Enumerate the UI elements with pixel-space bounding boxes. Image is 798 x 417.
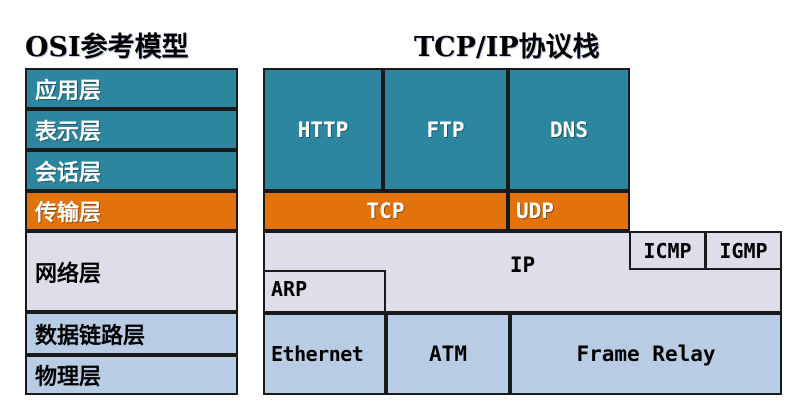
osi-layer-physical-label: 物理层 [35, 365, 102, 390]
tcpip-protocol-udp: UDP [508, 191, 630, 231]
osi-layer-transport: 传输层 [25, 191, 238, 231]
tcpip-protocol-icmp: ICMP [629, 231, 706, 270]
osi-layer-session-label: 会话层 [35, 160, 102, 186]
tcpip-protocol-igmp-label: IGMP [719, 238, 768, 263]
osi-layer-network: 网络层 [25, 231, 238, 312]
tcpip-protocol-atm-label: ATM [429, 342, 467, 366]
tcpip-protocol-ethernet-label: Ethernet [271, 342, 364, 366]
tcpip-protocol-icmp-label: ICMP [643, 238, 692, 263]
osi-layer-presentation: 表示层 [25, 109, 238, 150]
tcpip-protocol-frame-relay: Frame Relay [510, 313, 782, 395]
osi-layer-network-label: 网络层 [35, 261, 102, 287]
tcpip-stack-title: TCP/IP协议栈 [414, 32, 600, 63]
osi-layer-presentation-label: 表示层 [35, 119, 102, 145]
tcpip-protocol-tcp: TCP [263, 191, 508, 231]
tcpip-protocol-http: HTTP [263, 68, 383, 191]
tcpip-protocol-tcp-label: TCP [366, 199, 405, 223]
tcpip-protocol-arp-label: ARP [271, 277, 308, 301]
tcpip-protocol-dns-label: DNS [550, 117, 588, 142]
osi-layer-application-label: 应用层 [35, 78, 102, 104]
osi-layer-physical: 物理层 [25, 355, 238, 395]
tcpip-protocol-ftp: FTP [383, 68, 508, 191]
tcpip-protocol-ethernet: Ethernet [263, 313, 386, 395]
tcpip-protocol-frame-relay-label: Frame Relay [576, 342, 716, 366]
tcpip-protocol-ftp-label: FTP [426, 117, 465, 142]
osi-layer-session: 会话层 [25, 150, 238, 191]
osi-layer-data-link: 数据链路层 [25, 312, 238, 355]
osi-layer-data-link-label: 数据链路层 [35, 323, 146, 349]
tcpip-protocol-ip-label: IP [509, 253, 536, 277]
tcpip-protocol-atm: ATM [386, 313, 510, 395]
tcpip-protocol-igmp: IGMP [705, 231, 782, 270]
tcpip-protocol-udp-label: UDP [516, 199, 554, 223]
tcpip-protocol-http-label: HTTP [297, 117, 349, 142]
osi-model-title: OSI参考模型 [25, 32, 189, 63]
tcpip-protocol-dns: DNS [508, 68, 630, 191]
osi-layer-application: 应用层 [25, 68, 238, 109]
osi-layer-transport-label: 传输层 [35, 201, 102, 226]
tcpip-protocol-arp: ARP [263, 270, 386, 313]
